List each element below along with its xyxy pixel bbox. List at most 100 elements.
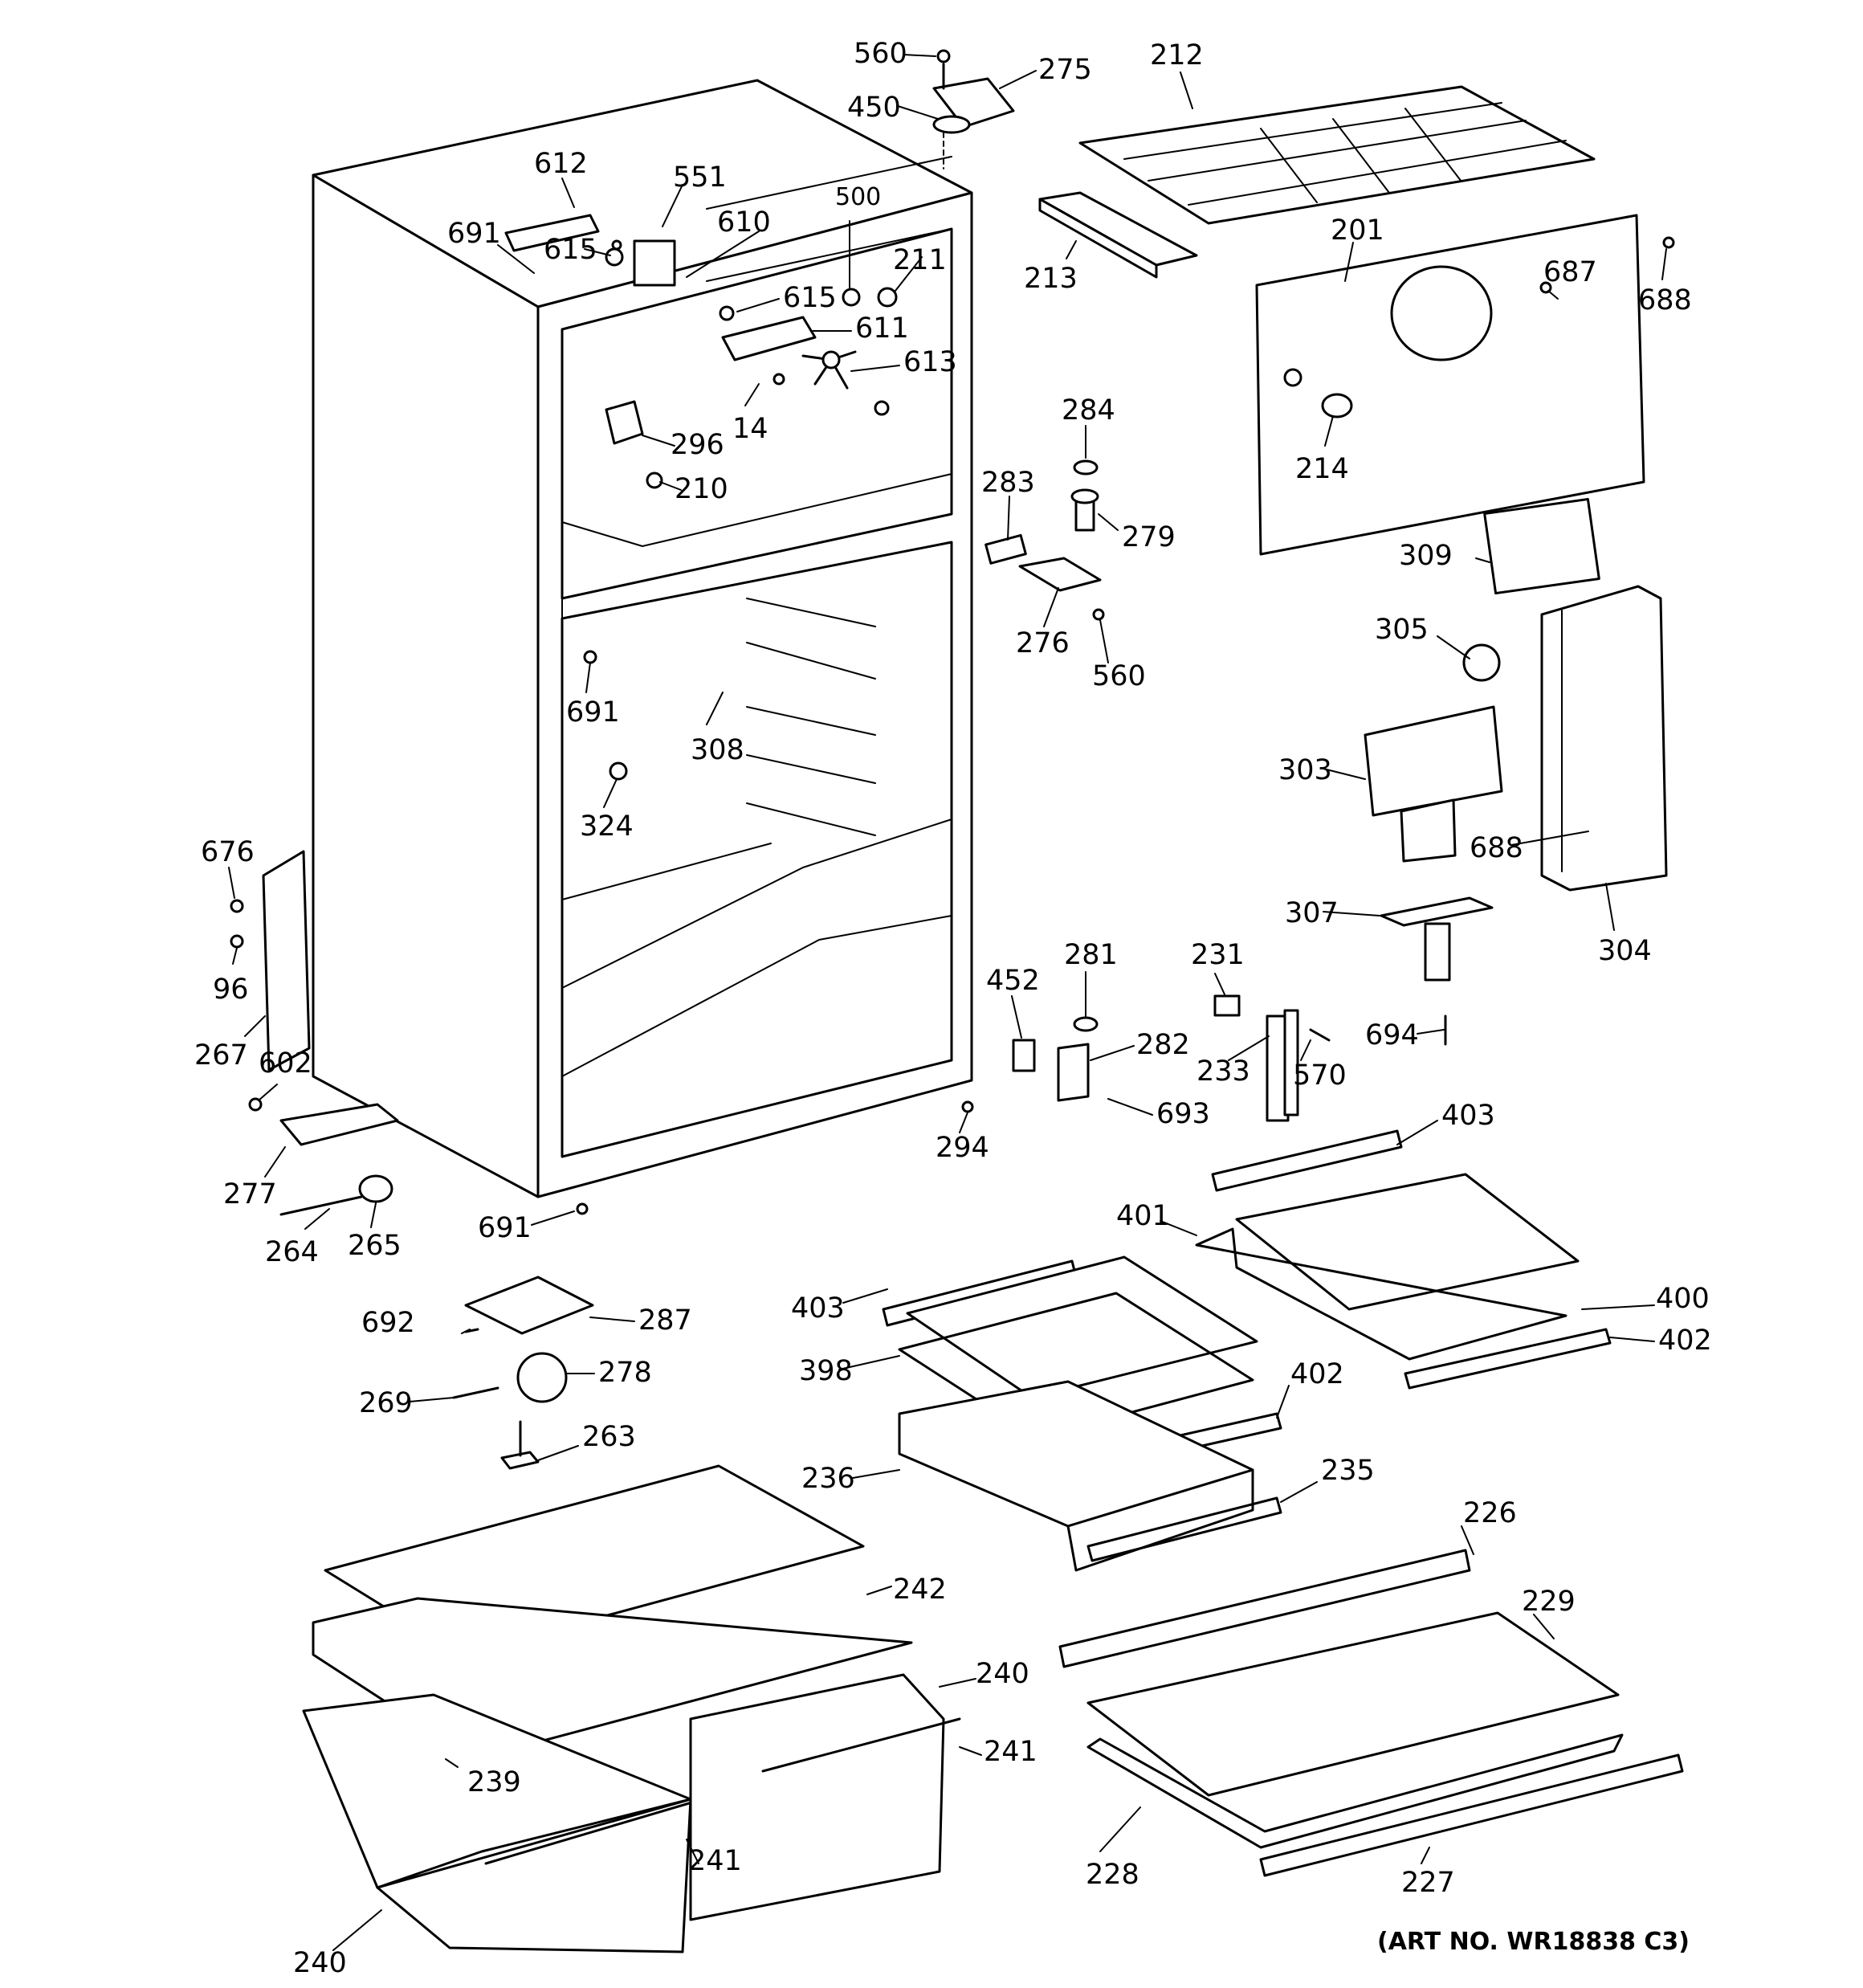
callout-229: 229 <box>1522 1586 1576 1618</box>
callout-691: 691 <box>566 696 620 729</box>
callout-676: 676 <box>201 836 255 868</box>
callout-294: 294 <box>936 1132 989 1164</box>
callout-500: 500 <box>835 183 881 211</box>
callout-450: 450 <box>847 92 901 124</box>
callout-213: 213 <box>1024 263 1078 295</box>
callout-284: 284 <box>1062 394 1115 427</box>
callout-287: 287 <box>638 1304 692 1337</box>
bottom-glass-shelf <box>1058 1549 1684 1877</box>
callout-688: 688 <box>1470 832 1523 864</box>
callout-403: 403 <box>791 1292 845 1325</box>
callout-602: 602 <box>259 1047 312 1080</box>
control-assembly <box>1364 585 1668 982</box>
door-stop-and-bracket <box>1213 994 1447 1122</box>
freezer-back-panel <box>1255 214 1675 556</box>
fresh-food-shelf-rails <box>746 598 876 836</box>
callout-560: 560 <box>854 38 907 70</box>
callout-610: 610 <box>717 206 771 239</box>
callout-269: 269 <box>359 1387 413 1419</box>
freezer-wire-shelf <box>1078 85 1596 225</box>
callout-615: 615 <box>783 282 837 314</box>
callout-400: 400 <box>1656 1283 1710 1315</box>
callout-560: 560 <box>1092 660 1146 692</box>
callout-242: 242 <box>893 1574 947 1606</box>
callout-452: 452 <box>986 965 1040 997</box>
callout-212: 212 <box>1150 39 1204 71</box>
callout-276: 276 <box>1016 627 1070 659</box>
callout-227: 227 <box>1401 1867 1455 1899</box>
callout-692: 692 <box>361 1307 415 1339</box>
callout-236: 236 <box>801 1463 855 1495</box>
callout-226: 226 <box>1463 1497 1517 1529</box>
callout-305: 305 <box>1375 614 1429 646</box>
callout-214: 214 <box>1295 453 1349 485</box>
callout-279: 279 <box>1122 521 1176 553</box>
callout-235: 235 <box>1321 1455 1375 1487</box>
callout-264: 264 <box>265 1236 319 1268</box>
label-card <box>1483 497 1600 595</box>
roller-assembly <box>452 1276 594 1470</box>
callout-402: 402 <box>1658 1325 1712 1357</box>
callout-263: 263 <box>582 1421 636 1453</box>
callout-265: 265 <box>348 1230 402 1262</box>
leader-lines <box>228 54 1667 1951</box>
crisper-bins <box>302 1673 961 1953</box>
callout-14: 14 <box>732 413 768 445</box>
crisper-drawer-236 <box>898 1380 1282 1572</box>
callout-241: 241 <box>984 1736 1037 1768</box>
center-hinge-parts <box>984 459 1105 621</box>
callout-691: 691 <box>478 1212 532 1244</box>
callout-283: 283 <box>981 467 1035 499</box>
callout-615: 615 <box>544 234 597 266</box>
callout-239: 239 <box>467 1766 521 1798</box>
callout-241: 241 <box>688 1845 742 1877</box>
callout-694: 694 <box>1365 1019 1419 1051</box>
callout-403: 403 <box>1441 1100 1495 1132</box>
callout-309: 309 <box>1399 540 1453 572</box>
callout-398: 398 <box>799 1355 853 1387</box>
callout-307: 307 <box>1285 897 1339 929</box>
callout-210: 210 <box>675 473 728 505</box>
callout-231: 231 <box>1191 939 1245 971</box>
callout-401: 401 <box>1116 1200 1170 1232</box>
callout-688: 688 <box>1638 284 1692 316</box>
callout-570: 570 <box>1293 1059 1347 1092</box>
cabinet-body <box>312 79 973 1198</box>
callout-277: 277 <box>223 1178 277 1210</box>
callout-240: 240 <box>976 1658 1029 1690</box>
callout-303: 303 <box>1278 754 1332 786</box>
callout-228: 228 <box>1086 1859 1139 1891</box>
callout-402: 402 <box>1290 1358 1344 1390</box>
callout-282: 282 <box>1136 1029 1190 1061</box>
callout-233: 233 <box>1196 1055 1250 1088</box>
top-hinge <box>932 49 1015 169</box>
callout-96: 96 <box>213 974 249 1006</box>
callout-296: 296 <box>671 429 724 461</box>
fasteners <box>504 214 898 781</box>
callout-693: 693 <box>1156 1098 1210 1130</box>
callout-labels: 560 275 450 212 612 551 691 615 610 500 … <box>194 38 1712 1979</box>
upper-right-shelf <box>1195 1129 1612 1390</box>
callout-691: 691 <box>447 218 501 250</box>
callout-308: 308 <box>691 734 744 766</box>
callout-240: 240 <box>293 1947 347 1979</box>
callout-611: 611 <box>855 312 909 345</box>
callout-201: 201 <box>1331 214 1384 247</box>
upper-left-shelf <box>882 1255 1282 1474</box>
ice-tray <box>1038 191 1198 279</box>
callout-275: 275 <box>1038 54 1092 86</box>
callout-324: 324 <box>580 810 634 843</box>
callout-613: 613 <box>903 346 957 378</box>
callout-612: 612 <box>534 148 588 180</box>
callout-278: 278 <box>598 1357 652 1389</box>
callout-687: 687 <box>1543 256 1597 288</box>
leveling-parts <box>230 850 589 1216</box>
callout-304: 304 <box>1598 935 1652 967</box>
callout-211: 211 <box>893 244 947 276</box>
callout-281: 281 <box>1064 939 1118 971</box>
bottom-hinge <box>961 1016 1099 1113</box>
callout-267: 267 <box>194 1039 248 1072</box>
art-number: (ART NO. WR18838 C3) <box>1377 1928 1690 1956</box>
callout-551: 551 <box>673 161 727 194</box>
